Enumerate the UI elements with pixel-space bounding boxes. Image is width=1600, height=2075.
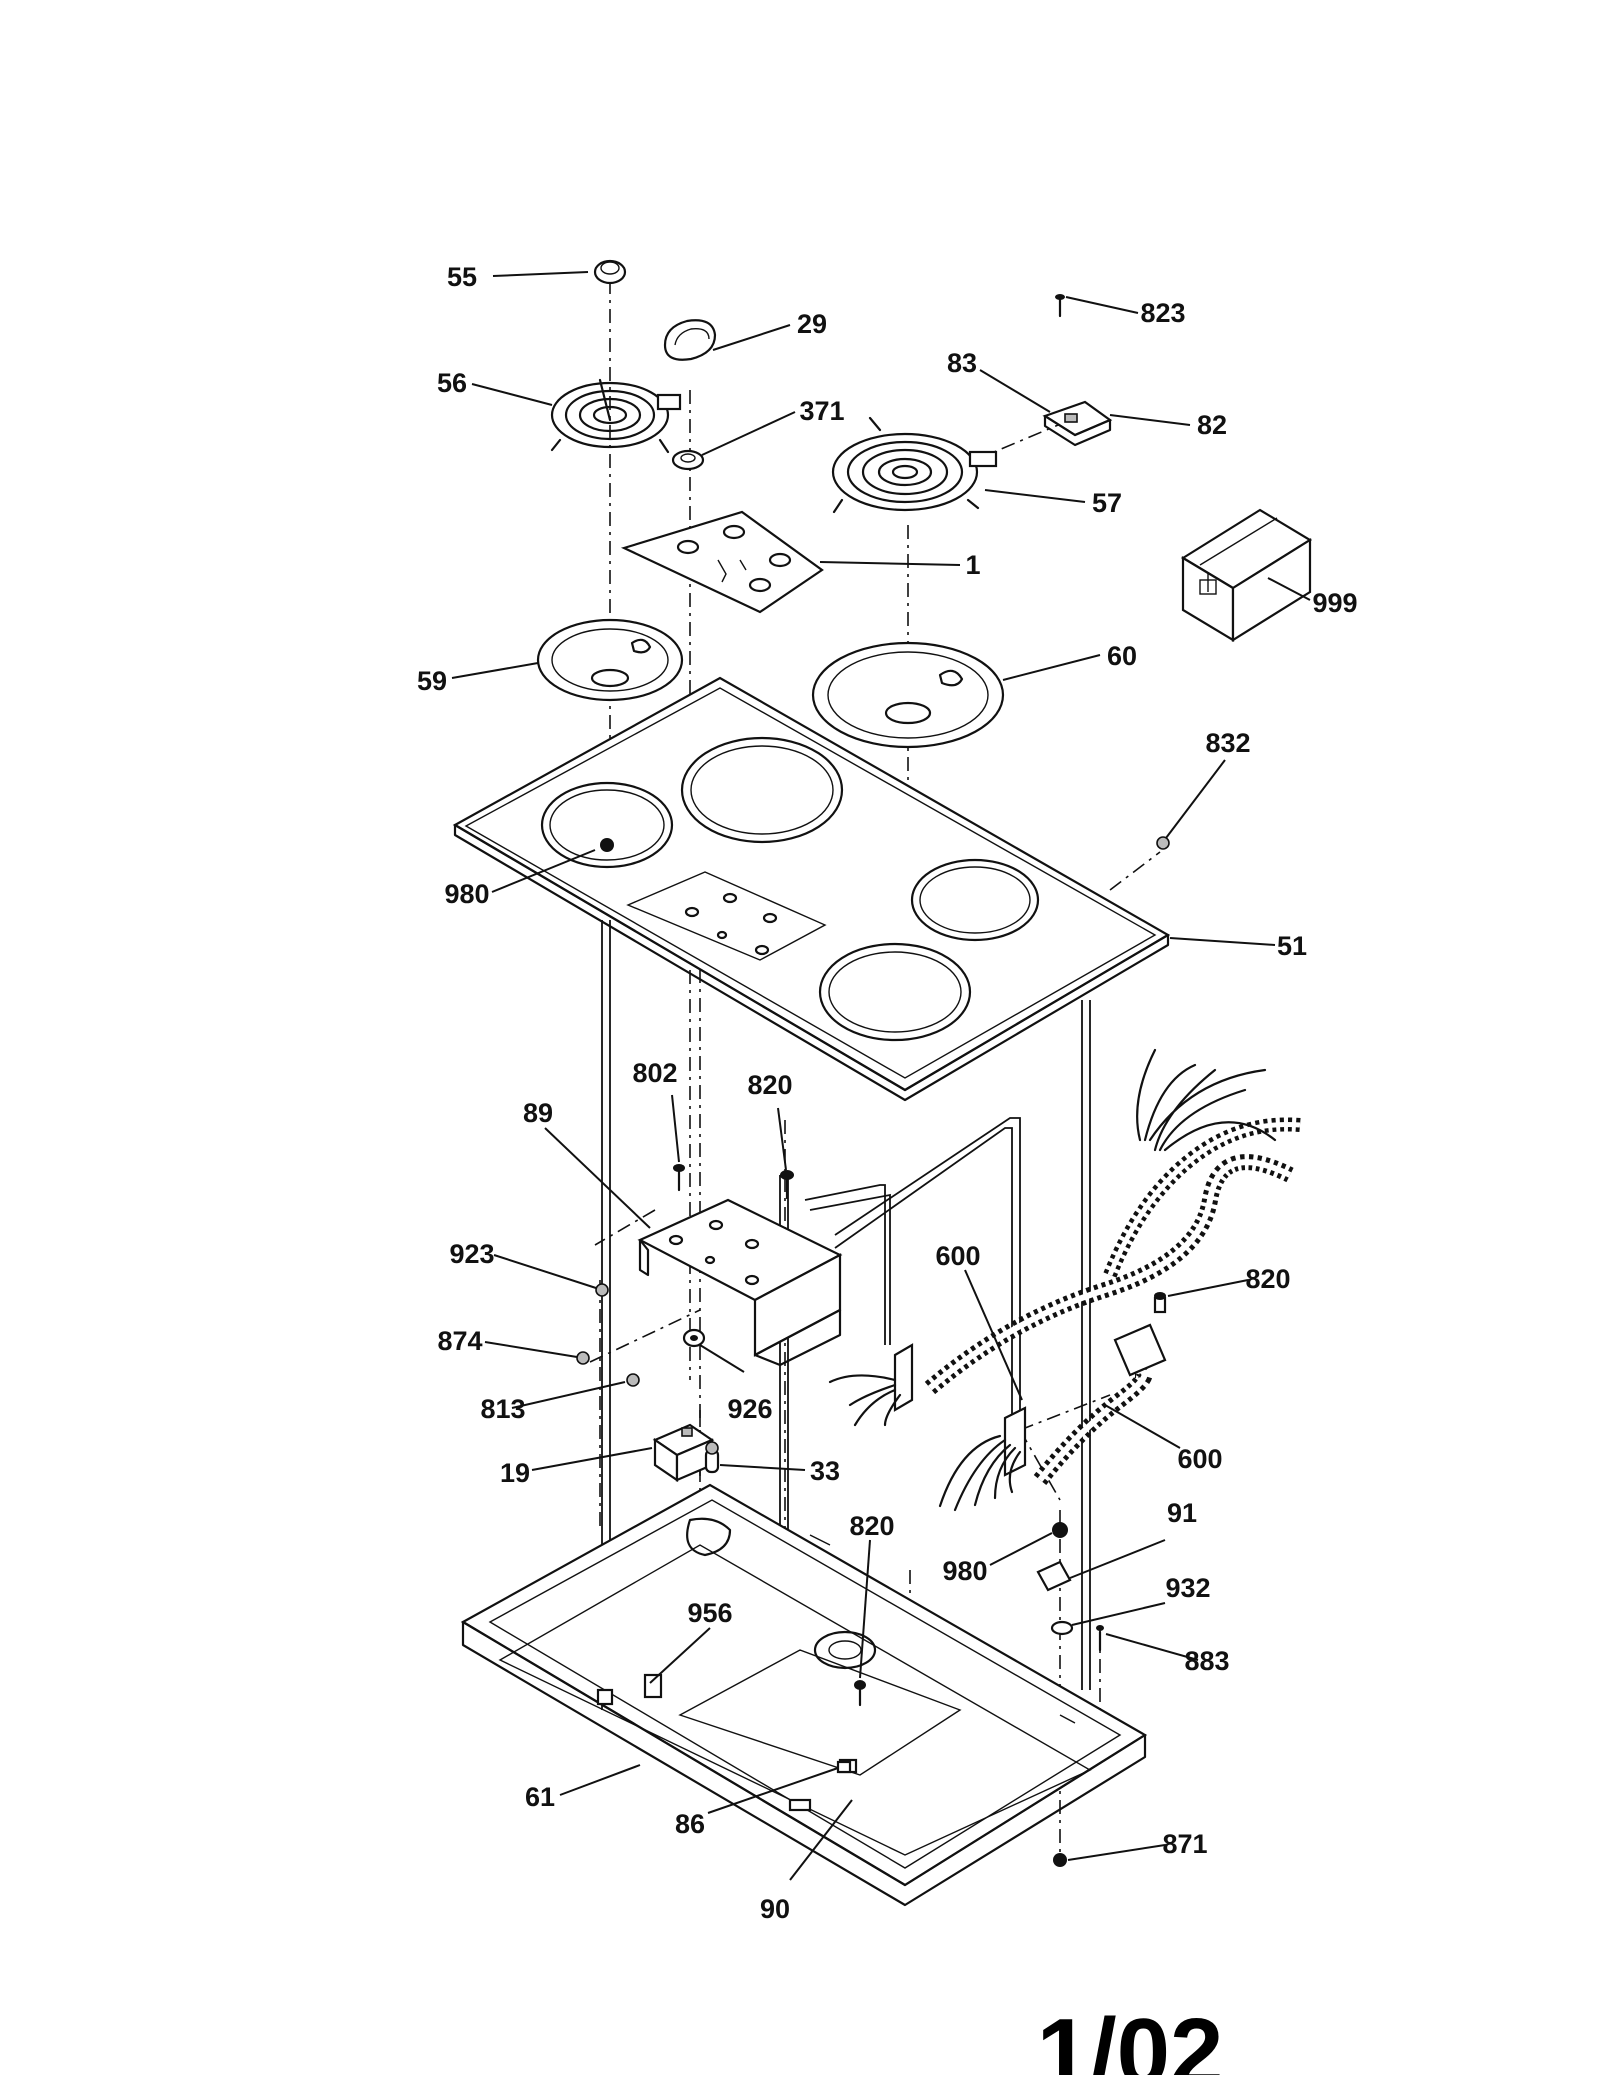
label-51: 51 bbox=[1277, 931, 1307, 961]
label-980-lower: 980 bbox=[942, 1556, 987, 1586]
part-55 bbox=[593, 259, 627, 285]
label-60: 60 bbox=[1107, 641, 1137, 671]
label-600-upper: 600 bbox=[935, 1241, 980, 1271]
label-874: 874 bbox=[437, 1326, 482, 1356]
drip-pan-60 bbox=[811, 641, 1005, 749]
burner-box-61 bbox=[460, 1483, 1148, 1907]
drip-pan-59 bbox=[536, 618, 684, 702]
label-1: 1 bbox=[965, 550, 980, 580]
part-29 bbox=[663, 319, 717, 361]
terminal-block-82 bbox=[1042, 400, 1113, 447]
wire-harness-600 bbox=[828, 1048, 1301, 1512]
lamp-33 bbox=[704, 1441, 720, 1474]
page-code: 1/02 bbox=[1037, 1999, 1224, 2075]
label-802: 802 bbox=[632, 1058, 677, 1088]
label-86: 86 bbox=[675, 1809, 705, 1839]
label-999: 999 bbox=[1312, 588, 1357, 618]
label-820-top: 820 bbox=[747, 1070, 792, 1100]
small-fasteners bbox=[576, 1164, 1167, 1387]
label-61: 61 bbox=[525, 1782, 555, 1812]
label-883: 883 bbox=[1184, 1646, 1229, 1676]
surface-element-57 bbox=[831, 416, 998, 514]
label-980-top: 980 bbox=[444, 879, 489, 909]
screw-832 bbox=[1156, 836, 1170, 850]
label-56: 56 bbox=[437, 368, 467, 398]
label-29: 29 bbox=[797, 309, 827, 339]
label-33: 33 bbox=[810, 1456, 840, 1486]
switch-19 bbox=[652, 1423, 715, 1483]
part-371 bbox=[671, 449, 705, 471]
leader-lines bbox=[451, 271, 1311, 1881]
label-823: 823 bbox=[1140, 298, 1185, 328]
label-600-lower: 600 bbox=[1177, 1444, 1222, 1474]
label-820-lower: 820 bbox=[849, 1511, 894, 1541]
label-932: 932 bbox=[1165, 1573, 1210, 1603]
label-82: 82 bbox=[1197, 410, 1227, 440]
label-926: 926 bbox=[727, 1394, 772, 1424]
surface-element-56 bbox=[550, 378, 682, 454]
label-832: 832 bbox=[1205, 728, 1250, 758]
label-19: 19 bbox=[500, 1458, 530, 1488]
part-labels: 55 29 56 371 823 83 82 57 1 999 59 60 83… bbox=[417, 262, 1358, 1924]
label-57: 57 bbox=[1092, 488, 1122, 518]
cooktop-51 bbox=[452, 676, 1171, 1102]
label-91: 91 bbox=[1167, 1498, 1197, 1528]
label-956: 956 bbox=[687, 1598, 732, 1628]
lower-fasteners bbox=[836, 1522, 1104, 1867]
bracket-89 bbox=[637, 1198, 843, 1367]
label-813: 813 bbox=[480, 1394, 525, 1424]
label-923: 923 bbox=[449, 1239, 494, 1269]
label-59: 59 bbox=[417, 666, 447, 696]
label-871: 871 bbox=[1162, 1829, 1207, 1859]
infinite-switch-plate-1 bbox=[620, 510, 824, 614]
label-55: 55 bbox=[447, 262, 477, 292]
label-83: 83 bbox=[947, 348, 977, 378]
label-820-right: 820 bbox=[1245, 1264, 1290, 1294]
label-90: 90 bbox=[760, 1894, 790, 1924]
screw-823 bbox=[1055, 294, 1065, 318]
carton-999 bbox=[1180, 508, 1313, 642]
label-89: 89 bbox=[523, 1098, 553, 1128]
label-371: 371 bbox=[799, 396, 844, 426]
